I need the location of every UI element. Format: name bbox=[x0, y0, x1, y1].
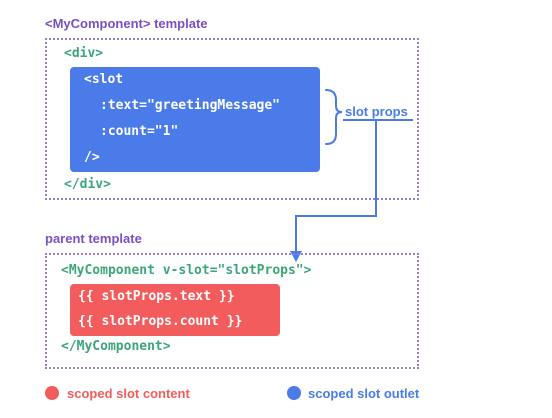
mycomponent-close-tag: </MyComponent> bbox=[61, 339, 171, 354]
content-legend-label: scoped slot content bbox=[67, 386, 190, 401]
parent-template-label: parent template bbox=[45, 231, 142, 246]
connector-arrow-line bbox=[295, 121, 377, 252]
outlet-legend-label: scoped slot outlet bbox=[308, 386, 420, 401]
child-template-box bbox=[45, 38, 419, 200]
mycomponent-open-tag: <MyComponent v-slot="slotProps"> bbox=[61, 263, 312, 278]
scoped-slot-content-block bbox=[70, 284, 280, 336]
slot-text-interpolation: {{ slotProps.text }} bbox=[78, 289, 235, 304]
slot-count-prop-line: :count="1" bbox=[100, 124, 179, 139]
slot-count-interpolation: {{ slotProps.count }} bbox=[78, 314, 243, 329]
slot-text-prop-line: :text="greetingMessage" bbox=[100, 98, 281, 113]
curly-brace-icon bbox=[325, 89, 343, 145]
slot-close-line: /> bbox=[84, 150, 100, 165]
slot-outlet-block bbox=[70, 67, 320, 172]
div-open-tag: <div> bbox=[64, 46, 104, 61]
child-template-label: <MyComponent> template bbox=[45, 16, 208, 31]
slot-props-label: slot props bbox=[345, 104, 408, 119]
outlet-legend-dot bbox=[287, 386, 301, 400]
div-close-tag: </div> bbox=[64, 177, 111, 192]
content-legend-dot bbox=[45, 386, 59, 400]
slot-open-line: <slot bbox=[84, 72, 124, 87]
parent-template-box bbox=[45, 253, 419, 369]
